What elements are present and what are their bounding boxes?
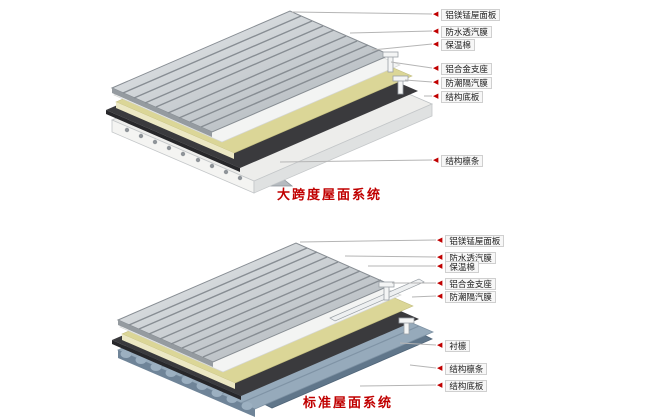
layer-label: ◀铝镁锰屋面板 bbox=[433, 9, 501, 21]
leader-arrow-icon: ◀ bbox=[437, 365, 443, 372]
leader-arrow-icon: ◀ bbox=[437, 237, 443, 244]
layer-label: ◀防潮隔汽膜 bbox=[433, 77, 492, 89]
layer-label: ◀结构底板 bbox=[437, 380, 488, 392]
leader-arrow-icon: ◀ bbox=[433, 65, 439, 72]
alloy-supports bbox=[382, 51, 409, 95]
leader-arrow-icon: ◀ bbox=[433, 28, 439, 35]
standard-diagram bbox=[112, 239, 437, 417]
leader-arrow-icon: ◀ bbox=[437, 382, 443, 389]
leader-lines bbox=[299, 239, 437, 387]
leader-arrow-icon: ◀ bbox=[433, 93, 439, 100]
layer-label: ◀防潮隔汽膜 bbox=[437, 291, 496, 303]
layer-label: ◀结构檩条 bbox=[437, 363, 488, 375]
layer-label: ◀保温棉 bbox=[437, 261, 479, 273]
panel-seams bbox=[122, 15, 380, 128]
metal-roof-panel bbox=[116, 242, 393, 367]
layer-label: ◀保温棉 bbox=[433, 39, 475, 51]
layer-label: ◀铝合金支座 bbox=[437, 278, 496, 290]
alloy-supports bbox=[378, 281, 415, 335]
layer-label: ◀衬檩 bbox=[437, 340, 471, 352]
leader-lines bbox=[279, 11, 433, 163]
large-span-diagram bbox=[106, 10, 434, 194]
leader-arrow-icon: ◀ bbox=[437, 280, 443, 287]
layer-label: ◀防水透汽膜 bbox=[433, 26, 492, 38]
leader-arrow-icon: ◀ bbox=[437, 263, 443, 270]
layer-label: ◀铝合金支座 bbox=[433, 63, 492, 75]
deck-perforations bbox=[124, 127, 243, 181]
leader-arrow-icon: ◀ bbox=[437, 293, 443, 300]
diagram-title-large-span: 大跨度屋面系统 bbox=[277, 187, 383, 202]
leader-arrow-icon: ◀ bbox=[433, 79, 439, 86]
metal-roof-panel bbox=[110, 10, 392, 137]
panel-seams bbox=[128, 247, 382, 358]
leader-arrow-icon: ◀ bbox=[433, 11, 439, 18]
layer-label: ◀结构底板 bbox=[433, 91, 484, 103]
leader-arrow-icon: ◀ bbox=[437, 342, 443, 349]
layer-label: ◀结构檩条 bbox=[433, 155, 484, 167]
leader-arrow-icon: ◀ bbox=[437, 254, 443, 261]
leader-arrow-icon: ◀ bbox=[433, 41, 439, 48]
leader-arrow-icon: ◀ bbox=[433, 157, 439, 164]
layer-label: ◀铝镁锰屋面板 bbox=[437, 235, 505, 247]
diagram-title-standard: 标准屋面系统 bbox=[303, 395, 394, 410]
